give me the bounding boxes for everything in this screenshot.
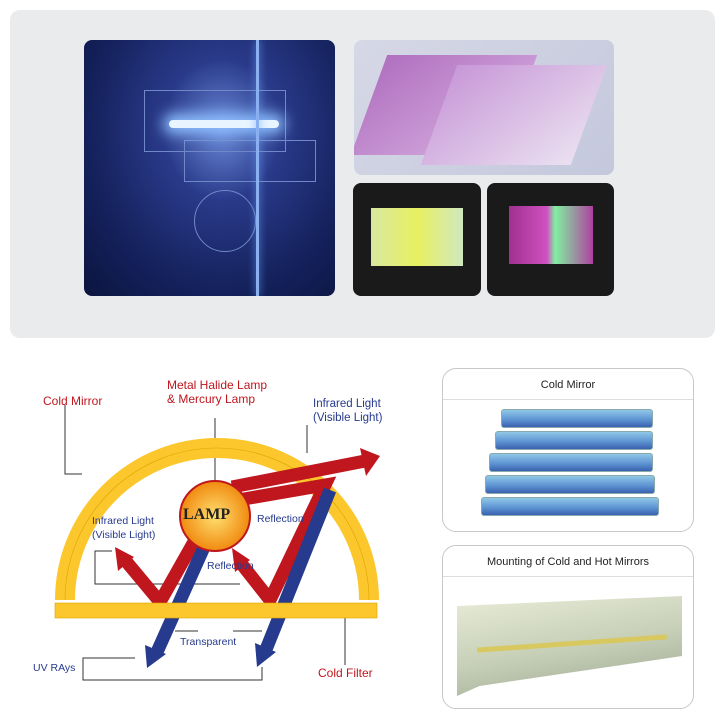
arrowhead bbox=[360, 448, 380, 476]
label-infrared-right-1: Infrared Light bbox=[313, 398, 381, 410]
red-ray-out bbox=[230, 454, 367, 494]
arrowhead bbox=[232, 548, 250, 572]
label-cold-mirror: Cold Mirror bbox=[43, 394, 103, 408]
label-infrared-right-2: (Visible Light) bbox=[313, 412, 383, 424]
glass-mirrors-photo bbox=[354, 40, 614, 175]
yellow-filter-photo bbox=[353, 183, 481, 296]
label-lamp-type-2: & Mercury Lamp bbox=[167, 392, 256, 406]
red-ray-right bbox=[234, 476, 337, 613]
label-infrared-left-1: Infrared Light bbox=[92, 515, 154, 527]
magenta-filter-photo bbox=[487, 183, 614, 296]
label-infrared-left-2: (Visible Light) bbox=[92, 529, 156, 541]
label-transparent: Transparent bbox=[180, 636, 237, 648]
cold-mirror-card: Cold Mirror bbox=[442, 368, 694, 532]
arrowhead bbox=[145, 645, 166, 668]
cold-mirror-photo bbox=[481, 409, 661, 524]
arc-edge bbox=[64, 447, 370, 601]
leader-line bbox=[64, 405, 82, 475]
label-uv-rays: UV RAys bbox=[33, 662, 76, 674]
arrowhead bbox=[255, 643, 276, 667]
red-ray-left bbox=[120, 536, 201, 614]
blue-ray-right bbox=[258, 487, 337, 655]
label-reflection-1: Reflection bbox=[257, 513, 304, 525]
lamp-circle bbox=[179, 480, 251, 552]
label-cold-filter: Cold Filter bbox=[318, 666, 373, 680]
card-title: Cold Mirror bbox=[540, 379, 596, 391]
blue-ray-left bbox=[151, 542, 211, 655]
leader-line bbox=[82, 657, 263, 681]
label-lamp-type-1: Metal Halide Lamp bbox=[167, 378, 268, 392]
cold-filter-bar bbox=[54, 602, 378, 619]
mounting-card: Mounting of Cold and Hot Mirrors bbox=[442, 545, 694, 709]
card-title: Mounting of Cold and Hot Mirrors bbox=[486, 556, 649, 568]
arrowhead bbox=[115, 547, 134, 571]
label-reflection-2: Reflection bbox=[207, 560, 254, 572]
mounting-photo bbox=[457, 596, 682, 696]
lamp-assembly-photo bbox=[84, 40, 335, 296]
label-lamp: LAMP bbox=[183, 506, 231, 523]
